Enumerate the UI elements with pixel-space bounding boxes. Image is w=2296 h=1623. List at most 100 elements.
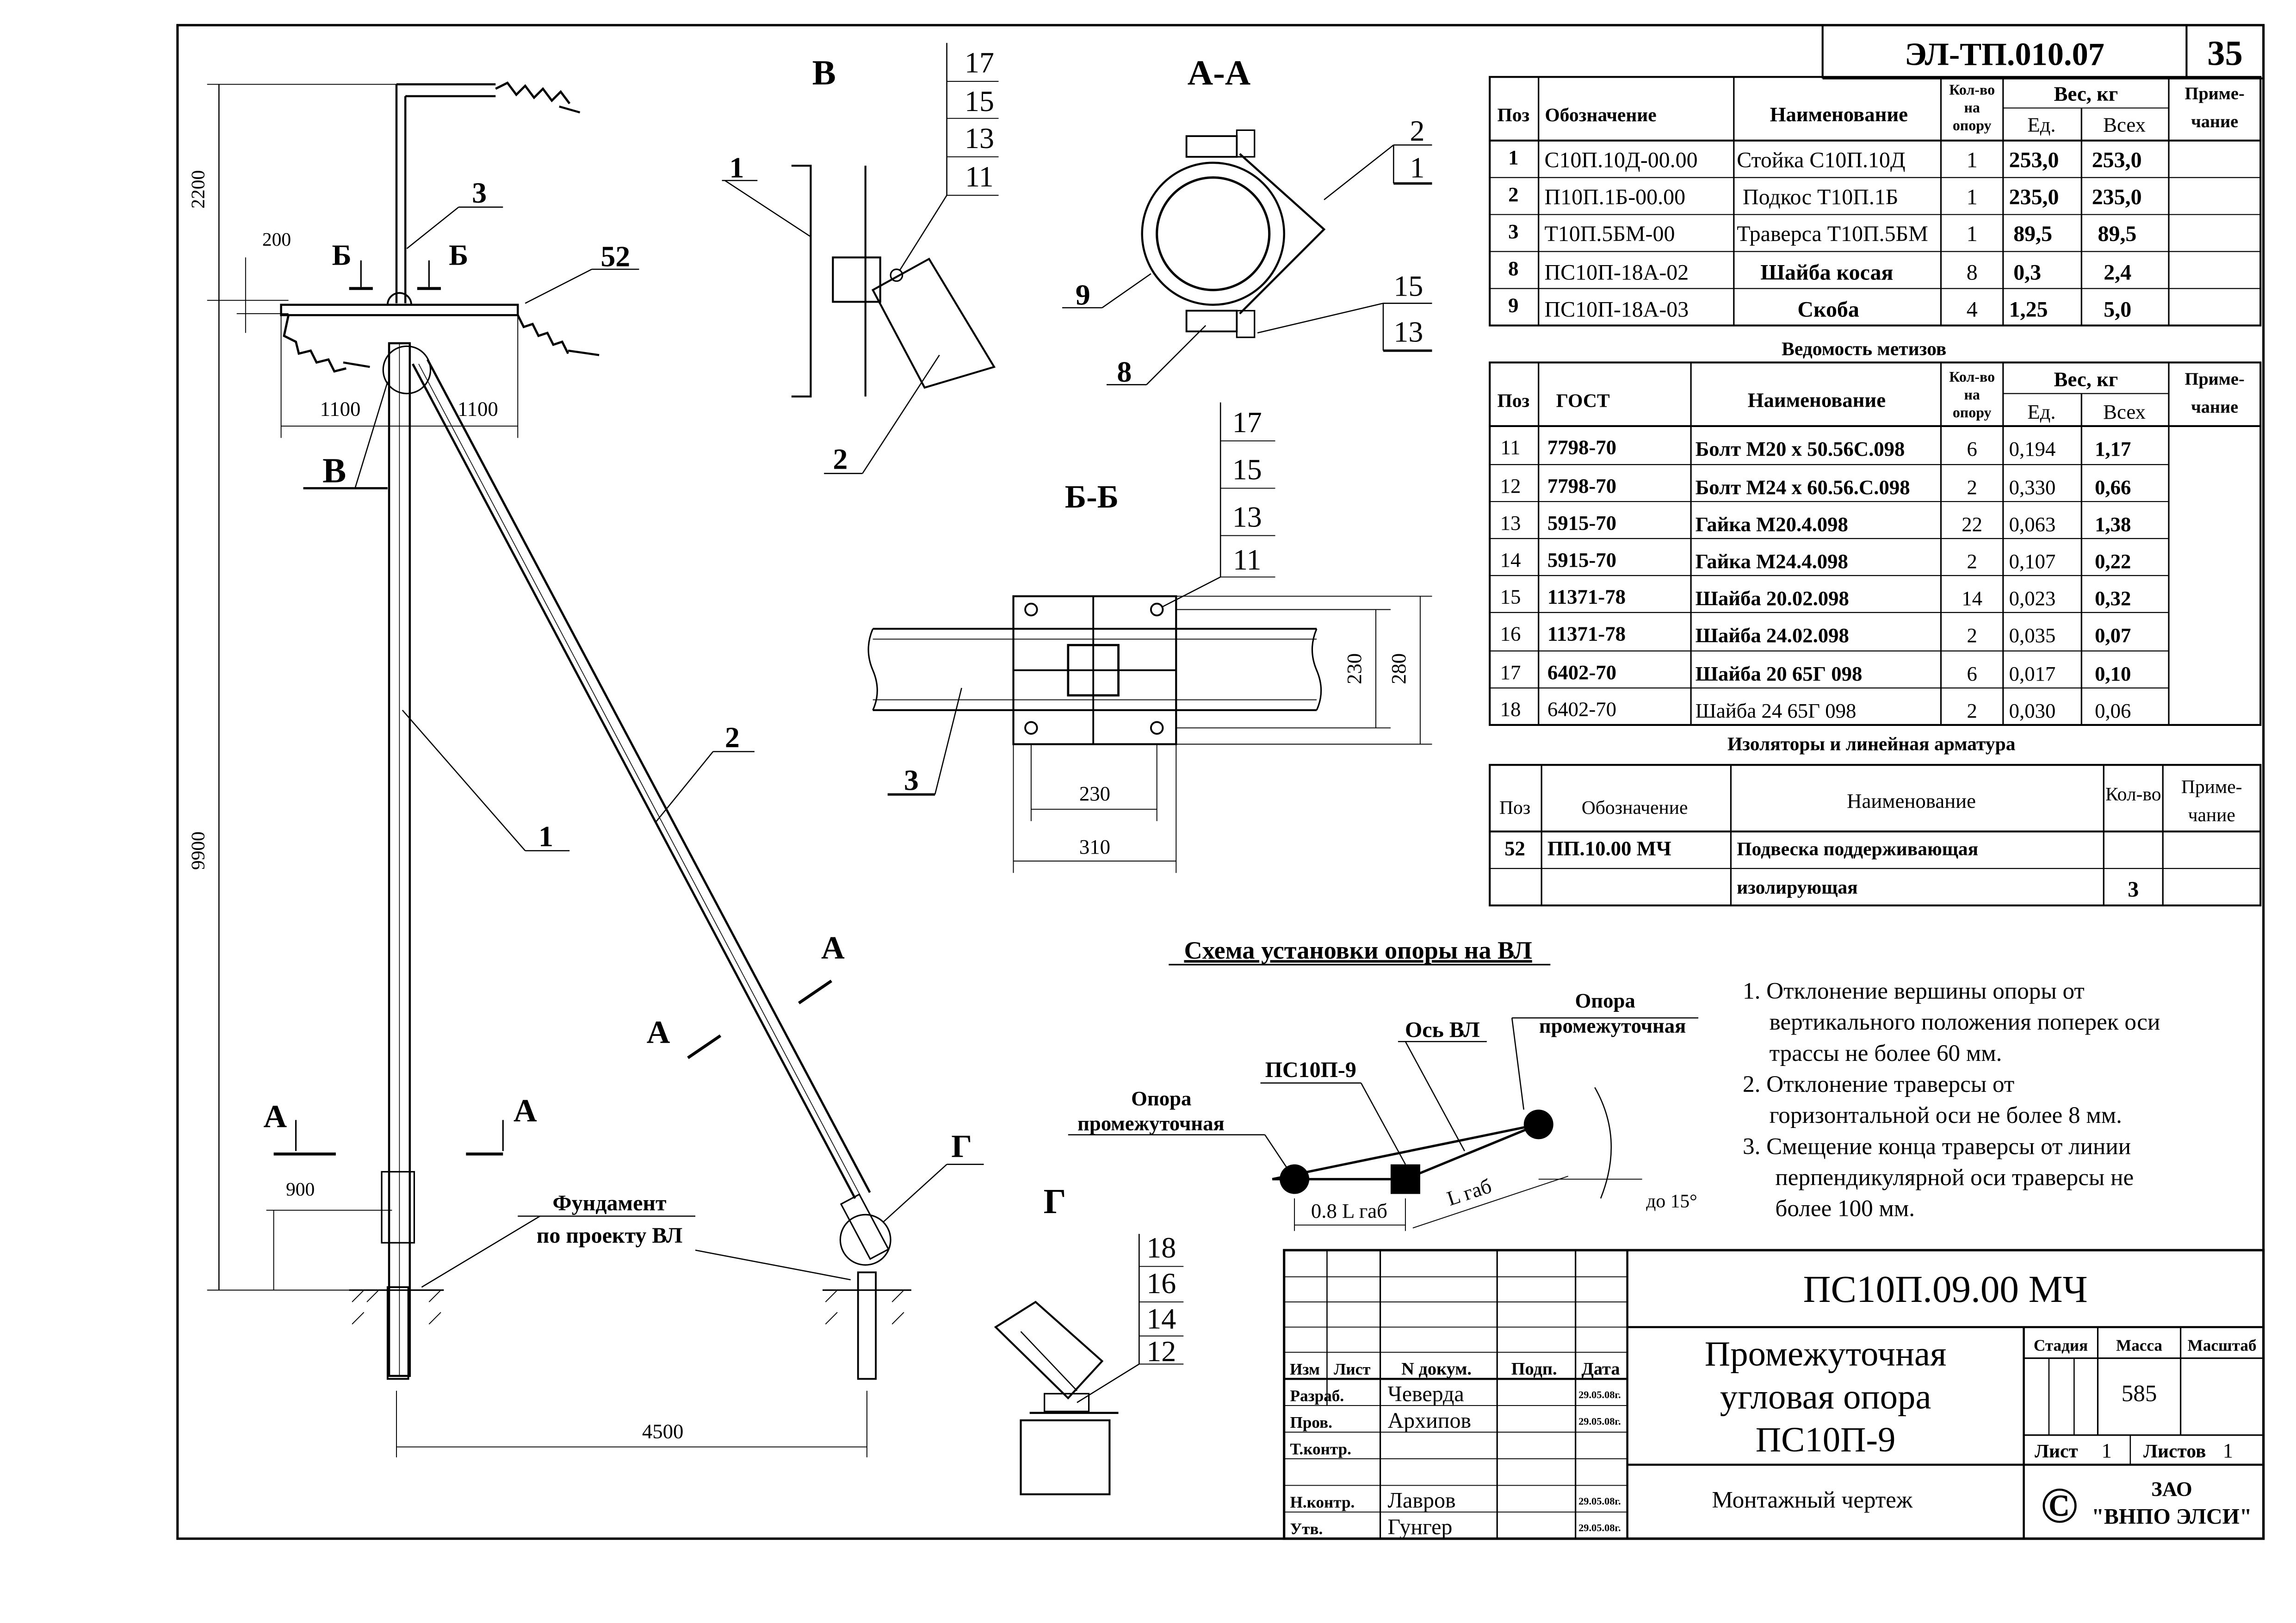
brace <box>412 363 856 1199</box>
scheme-title: Схема установки опоры на ВЛ <box>1184 936 1532 964</box>
hardware-cell: 2 <box>1967 699 1977 722</box>
note-2-line-2: горизонтальной оси не более 8 мм. <box>1770 1102 2122 1128</box>
spec-row: 2 П10П.1Б-00.00 Подкос Т10П.1Б 1 235,0 2… <box>1508 183 2141 209</box>
spec-table <box>1489 76 2262 327</box>
role-name: Лавров <box>1388 1488 1456 1513</box>
spec-cell: 235,0 <box>2092 185 2142 209</box>
hardware-table <box>1489 361 2262 726</box>
right-support-dot <box>1523 1109 1553 1140</box>
hardware-table-text: Поз ГОСТ Наименование Кол-во на опору Ве… <box>1497 368 2244 423</box>
ins-row-qty: 3 <box>2128 877 2139 902</box>
insulator-table-title: Изоляторы и линейная арматура <box>1727 733 2016 754</box>
notes: 1. Отклонение вершины опоры от вертикаль… <box>1743 978 2160 1222</box>
spec-cell: 4 <box>1967 297 1978 322</box>
spec-row: 1 С10П.10Д-00.00 Стойка С10П.10Д 1 253,0… <box>1508 146 2141 172</box>
spec-cell: Подкос Т10П.1Б <box>1743 185 1898 209</box>
view-bb-stack-0: 17 <box>1232 406 1262 439</box>
spec-h-qty-1: на <box>1964 99 1980 116</box>
hardware-cell: 11371-78 <box>1547 622 1626 645</box>
hw-h-note-0: Приме- <box>2185 369 2245 389</box>
view-aa-callout-15: 15 <box>1393 270 1423 303</box>
role-label: Утв. <box>1290 1520 1323 1538</box>
hardware-cell: Шайба 24 65Г 098 <box>1696 699 1857 722</box>
scheme-right-support-1: Опора <box>1575 989 1635 1012</box>
spec-cell: 0,3 <box>2013 260 2041 285</box>
view-bb-dim-280: 280 <box>1387 653 1410 684</box>
spec-cell: 1 <box>1967 222 1978 246</box>
callout-2: 2 <box>725 721 740 754</box>
hw-h-unit: Ед. <box>2027 400 2055 423</box>
insulator-table-text: Поз Обозначение Наименование Кол-во Прим… <box>1499 776 2242 902</box>
spec-row: 9 ПС10П-18А-03 Скоба 4 1,25 5,0 <box>1508 294 2131 322</box>
role-row: Т.контр. <box>1290 1440 1351 1458</box>
hardware-cell: Шайба 24.02.098 <box>1696 624 1849 647</box>
col-data: Дата <box>1581 1359 1620 1379</box>
spec-cell: 8 <box>1967 260 1978 285</box>
dim-2200: 2200 <box>187 170 208 209</box>
hardware-cell: 6402-70 <box>1547 698 1616 721</box>
dim-1100-right: 1100 <box>458 397 498 421</box>
spec-cell: 2,4 <box>2104 260 2131 285</box>
view-bb-stack-3: 11 <box>1233 543 1262 576</box>
ins-h-name: Наименование <box>1847 789 1976 812</box>
hardware-cell: 0,06 <box>2095 699 2131 722</box>
spec-cell: 3 <box>1508 220 1518 243</box>
view-bb-dim-230-h: 230 <box>1079 782 1110 805</box>
note-1-line-1: 1. Отклонение вершины опоры от <box>1743 978 2085 1004</box>
hardware-cell: 1,38 <box>2095 513 2131 536</box>
col-podp: Подп. <box>1511 1359 1557 1379</box>
view-v-callout-2: 2 <box>833 443 848 476</box>
drawing-code: ПС10П.09.00 МЧ <box>1803 1268 2088 1310</box>
title-block <box>1283 1249 2265 1540</box>
page-number: 35 <box>2207 34 2243 73</box>
hardware-cell: 0,66 <box>2095 476 2131 499</box>
hardware-cell: 2 <box>1967 550 1977 573</box>
callout-1: 1 <box>538 820 553 853</box>
spec-cell: 253,0 <box>2092 148 2142 172</box>
spec-cell: 9 <box>1508 294 1518 317</box>
hardware-cell: 2 <box>1967 624 1977 647</box>
foundation-note-1: Фундамент <box>552 1191 666 1215</box>
ins-h-pos: Поз <box>1499 797 1530 818</box>
detail-mark-v: В <box>322 451 346 490</box>
detail-mark-g: Г <box>951 1128 972 1165</box>
dim-900: 900 <box>286 1178 315 1200</box>
spec-cell: 1 <box>1967 185 1978 209</box>
view-bb-stack-2: 13 <box>1232 500 1262 533</box>
hardware-cell: Болт М20 х 50.56С.098 <box>1696 437 1905 460</box>
foundation-note-2: по проекту ВЛ <box>537 1223 683 1248</box>
hw-h-total: Всех <box>2103 400 2146 423</box>
scheme-center-support: ПС10П-9 <box>1265 1058 1356 1082</box>
hw-h-qty-0: Кол-во <box>1949 369 1995 385</box>
spec-cell: С10П.10Д-00.00 <box>1545 148 1698 172</box>
spec-cell: ПС10П-18А-03 <box>1545 297 1689 322</box>
ins-h-designation: Обозначение <box>1582 797 1688 818</box>
hardware-cell: Шайба 20 65Г 098 <box>1696 662 1863 685</box>
sheet-value: 1 <box>2101 1439 2111 1462</box>
spec-row: 3 Т10П.5БМ-00 Траверса Т10П.5БМ 1 89,5 8… <box>1508 220 2136 246</box>
spec-h-qty-0: Кол-во <box>1949 82 1995 98</box>
section-a-pole-right: А <box>514 1093 537 1129</box>
spec-cell: 1 <box>1508 146 1518 169</box>
role-date: 29.05.08г. <box>1578 1522 1621 1534</box>
doc-code: ЭЛ-ТП.010.07 <box>1905 37 2104 73</box>
copyright-sign: © <box>2041 1478 2078 1534</box>
view-v-stack-2: 13 <box>965 122 994 155</box>
hardware-cell: Гайка М20.4.098 <box>1696 513 1848 536</box>
hardware-cell: 0,035 <box>2009 624 2056 647</box>
insulator-table <box>1489 764 2262 907</box>
role-date: 29.05.08г. <box>1578 1389 1621 1400</box>
hardware-cell: 14 <box>1962 587 1982 610</box>
view-aa-callout-2: 2 <box>1410 114 1425 147</box>
role-name: Чеверда <box>1388 1381 1464 1406</box>
role-label: Разраб. <box>1290 1387 1344 1405</box>
spec-cell: Т10П.5БМ-00 <box>1545 222 1675 246</box>
scheme-right-support-2: промежуточная <box>1539 1014 1686 1037</box>
note-2-line-1: 2. Отклонение траверсы от <box>1743 1071 2014 1097</box>
